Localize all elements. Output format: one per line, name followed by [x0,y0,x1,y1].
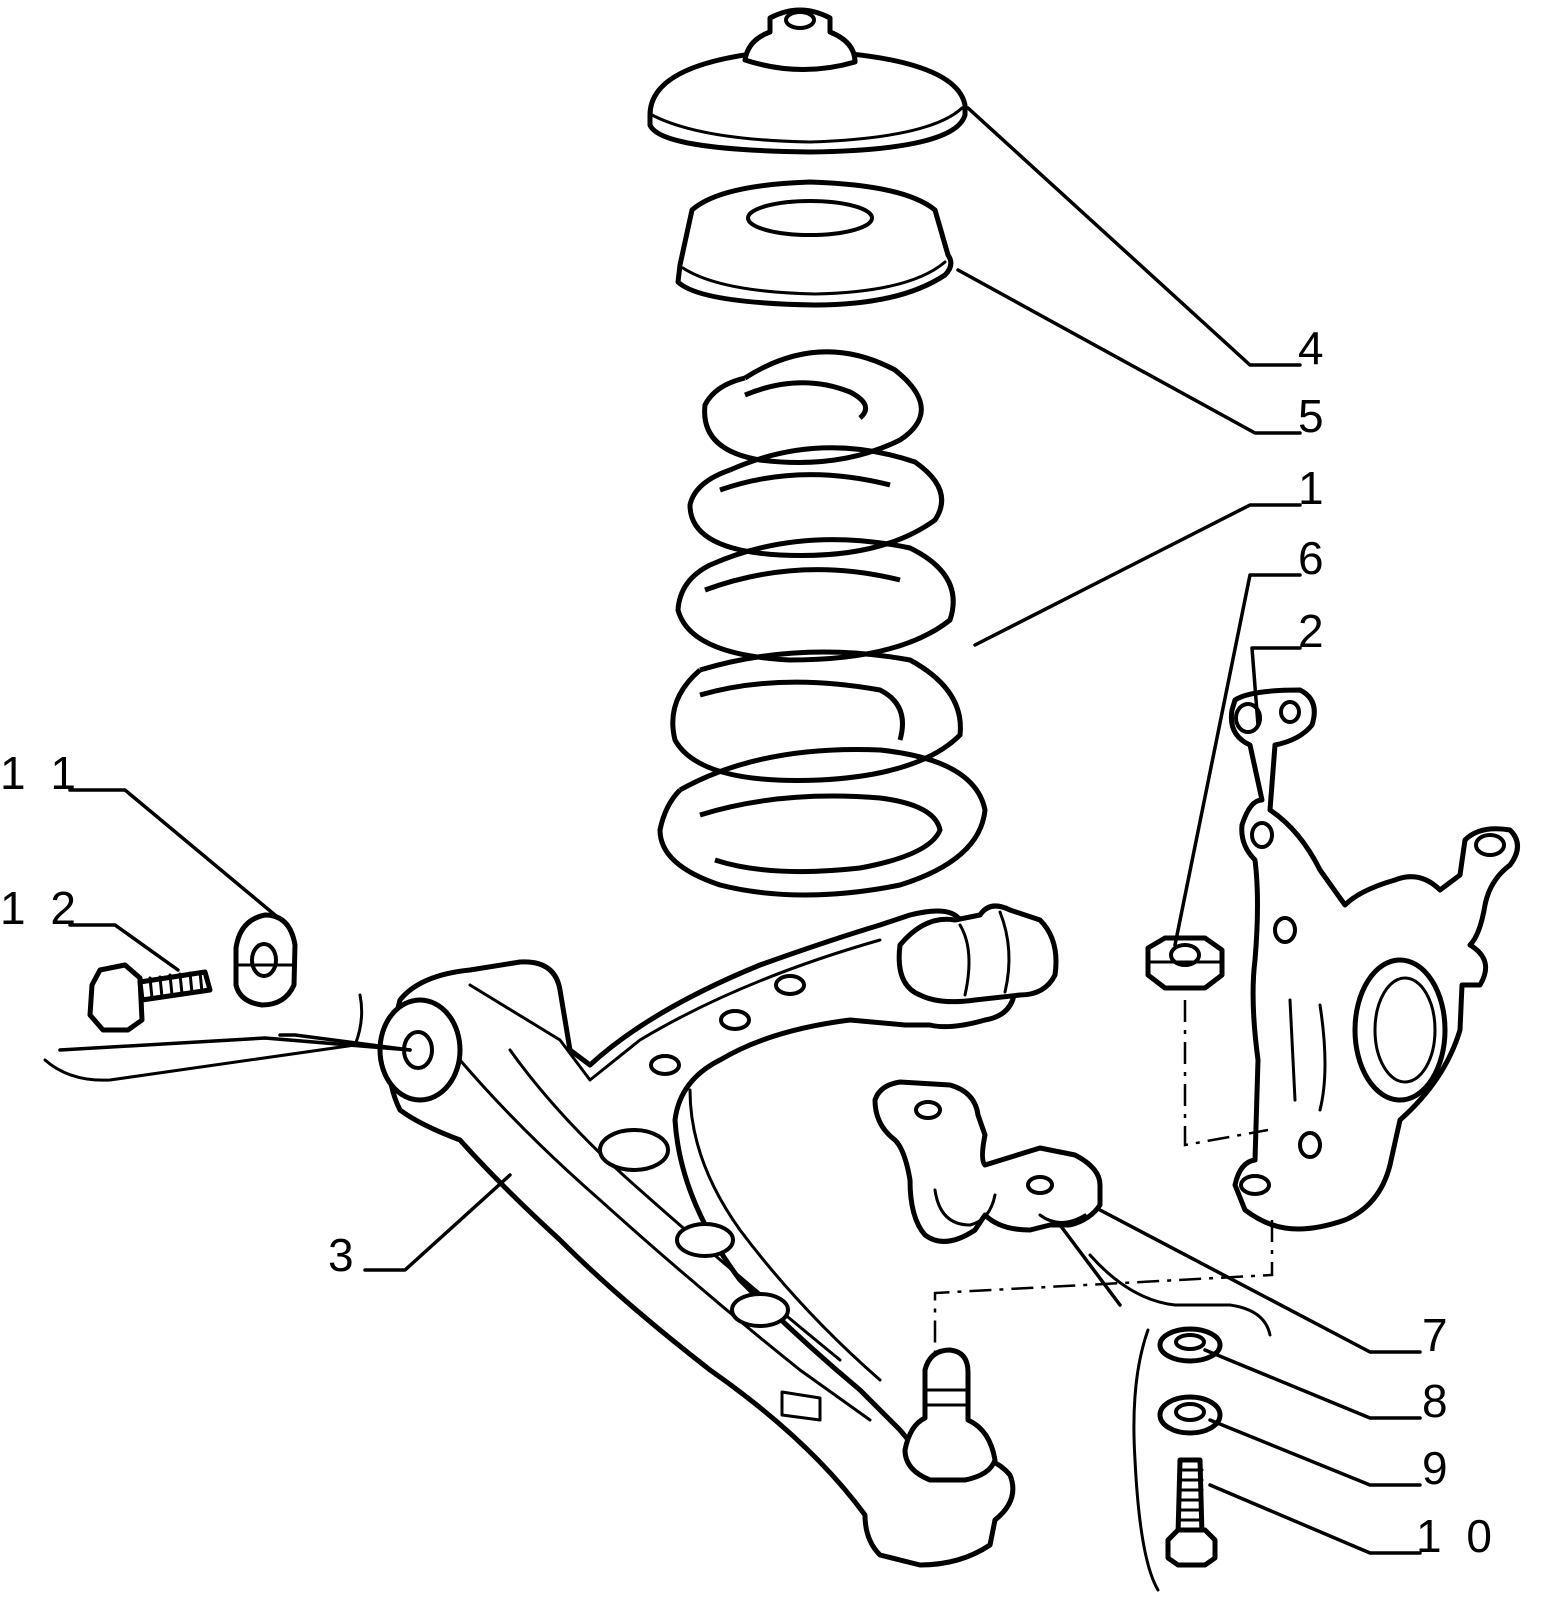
callout-10: 1 0 [1416,1510,1498,1562]
nut-6 [1145,935,1225,991]
bolt-10 [1165,1457,1218,1568]
callout-7: 7 [1422,1309,1454,1361]
callout-4: 4 [1298,322,1330,374]
callout-6: 6 [1298,532,1330,584]
callout-1: 1 [1298,462,1330,514]
washer-8 [1157,1326,1223,1364]
nut-11 [233,912,298,1008]
upper-strut-mount [647,7,968,155]
callout-2: 2 [1298,605,1330,657]
spring-seat [675,179,954,308]
callout-12: 1 2 [0,882,82,934]
callout-3: 3 [328,1229,360,1281]
callout-5: 5 [1298,390,1330,442]
callout-8: 8 [1422,1375,1454,1427]
callout-11: 1 1 [0,747,82,799]
reference-curves [43,993,1272,1592]
steering-knuckle [1228,687,1520,1232]
lower-control-arm [377,903,1059,1568]
bolt-12 [87,962,213,1033]
callout-9: 9 [1422,1442,1454,1494]
spring-washer-9 [1157,1394,1223,1436]
anti-roll-bar-bracket [872,1079,1103,1244]
leader-lines [58,106,1422,1555]
coil-spring [657,349,988,898]
